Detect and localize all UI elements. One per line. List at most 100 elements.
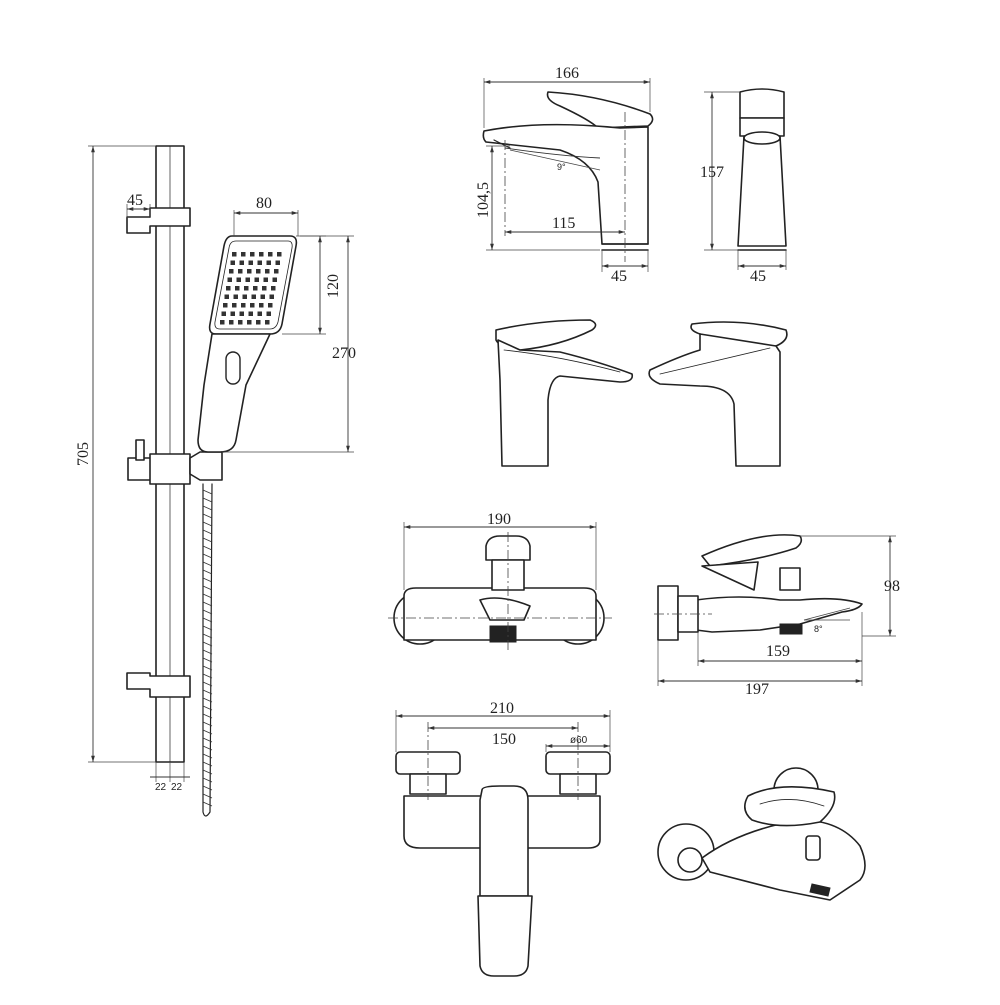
shower-set-view: 45 80 120 270 705 22 22 <box>75 145 356 817</box>
dim-rail-right: 22 <box>171 782 183 793</box>
basin-mixer-side-view: 9° 166 115 104,5 45 <box>475 65 654 285</box>
front-body <box>737 135 787 247</box>
spray-nozzle <box>226 286 231 291</box>
bath-mixer-top-view: 210 150 ø60 <box>395 700 611 977</box>
bath-cartridge-cap <box>485 535 531 561</box>
spray-nozzle <box>262 286 267 291</box>
spray-nozzle <box>241 303 246 308</box>
bath-aerator <box>489 625 517 643</box>
bath-mixer-front-view: 190 <box>388 511 612 652</box>
dim-holder-width: 45 <box>127 192 143 209</box>
slider-screw <box>135 439 145 461</box>
dim-top-width: 210 <box>490 700 514 717</box>
shower-hose <box>202 483 213 817</box>
bottom-wall-bracket <box>126 672 191 698</box>
spray-nozzle <box>233 294 238 299</box>
dim-rail-height: 705 <box>75 442 92 466</box>
dim-basin-length: 166 <box>555 65 579 82</box>
spray-nozzle <box>247 269 252 274</box>
dim-rail-left: 22 <box>155 782 167 793</box>
slider-body <box>149 453 191 485</box>
spray-nozzle <box>229 269 234 274</box>
dim-bath-angle: 8° <box>814 624 823 634</box>
spray-nozzle <box>247 320 252 325</box>
spray-nozzle <box>256 320 261 325</box>
bath-mixer-side-view: 8° 98 159 197 <box>654 534 900 698</box>
basin-mixer-front-view: 157 45 <box>700 88 787 285</box>
spray-nozzle <box>271 286 276 291</box>
dim-front-height: 157 <box>700 164 724 181</box>
spray-nozzle <box>230 311 235 316</box>
spray-nozzle <box>265 269 270 274</box>
spray-nozzle <box>260 294 265 299</box>
bath-mixer-perspective-view <box>657 767 866 901</box>
spray-nozzle <box>232 303 237 308</box>
basin-mixer-perspective-left <box>495 319 634 467</box>
spray-nozzle <box>250 252 255 257</box>
spray-nozzle <box>223 303 228 308</box>
spray-nozzle <box>277 252 282 257</box>
dim-bath-width: 190 <box>487 511 511 528</box>
spray-nozzle <box>238 269 243 274</box>
spray-nozzle <box>232 252 237 257</box>
spray-nozzle <box>275 260 280 265</box>
dim-bath-reach: 159 <box>766 643 790 660</box>
bath-flange-side <box>657 585 679 641</box>
perspective-lever <box>744 786 836 827</box>
spray-nozzle <box>239 260 244 265</box>
dim-head-width: 80 <box>256 195 272 212</box>
spray-nozzle <box>269 294 274 299</box>
dim-bath-height: 98 <box>884 578 900 595</box>
spray-nozzle <box>256 269 261 274</box>
dim-basin-base: 45 <box>611 268 627 285</box>
hand-shower-handle <box>197 333 271 453</box>
spray-nozzle <box>266 311 271 316</box>
spray-nozzle <box>259 303 264 308</box>
spray-nozzle <box>245 277 250 282</box>
spray-nozzle <box>241 252 246 257</box>
spray-nozzle <box>242 294 247 299</box>
dim-spout-height: 104,5 <box>475 182 492 218</box>
spray-nozzle <box>257 311 262 316</box>
perspective-body <box>701 819 866 901</box>
perspective-diverter <box>805 835 821 861</box>
head-holder <box>189 451 223 481</box>
dim-flange-dia: ø60 <box>570 735 588 746</box>
spray-nozzle <box>224 294 229 299</box>
spray-nozzle <box>221 311 226 316</box>
spray-nozzle <box>272 277 277 282</box>
spray-nozzle <box>250 303 255 308</box>
spray-nozzle <box>265 320 270 325</box>
spray-nozzle <box>253 286 258 291</box>
spray-nozzle <box>257 260 262 265</box>
spray-nozzle <box>251 294 256 299</box>
basin-mixer-perspective-right <box>648 321 788 467</box>
top-lever <box>479 785 529 897</box>
dim-top-centres: 150 <box>492 731 516 748</box>
spray-nozzles <box>220 252 282 325</box>
dim-head-height: 120 <box>325 274 342 298</box>
spray-nozzle <box>263 277 268 282</box>
front-aerator <box>743 131 781 145</box>
mode-button <box>225 351 241 385</box>
spray-nozzle <box>238 320 243 325</box>
bath-body-side <box>695 596 863 633</box>
dim-bath-depth: 197 <box>745 681 769 698</box>
dim-basin-reach: 115 <box>552 215 575 232</box>
spray-nozzle <box>248 260 253 265</box>
spray-nozzle <box>244 286 249 291</box>
bath-spout-front <box>479 597 531 621</box>
spray-nozzle <box>274 269 279 274</box>
lever-handle <box>546 91 654 129</box>
spray-nozzle <box>227 277 232 282</box>
spray-nozzle <box>254 277 259 282</box>
spray-nozzle <box>268 303 273 308</box>
spray-nozzle <box>229 320 234 325</box>
spray-nozzle <box>220 320 225 325</box>
mixer-body <box>482 123 649 245</box>
dim-hand-length: 270 <box>332 345 356 362</box>
hand-shower-head <box>208 235 298 335</box>
front-lever <box>739 88 785 119</box>
